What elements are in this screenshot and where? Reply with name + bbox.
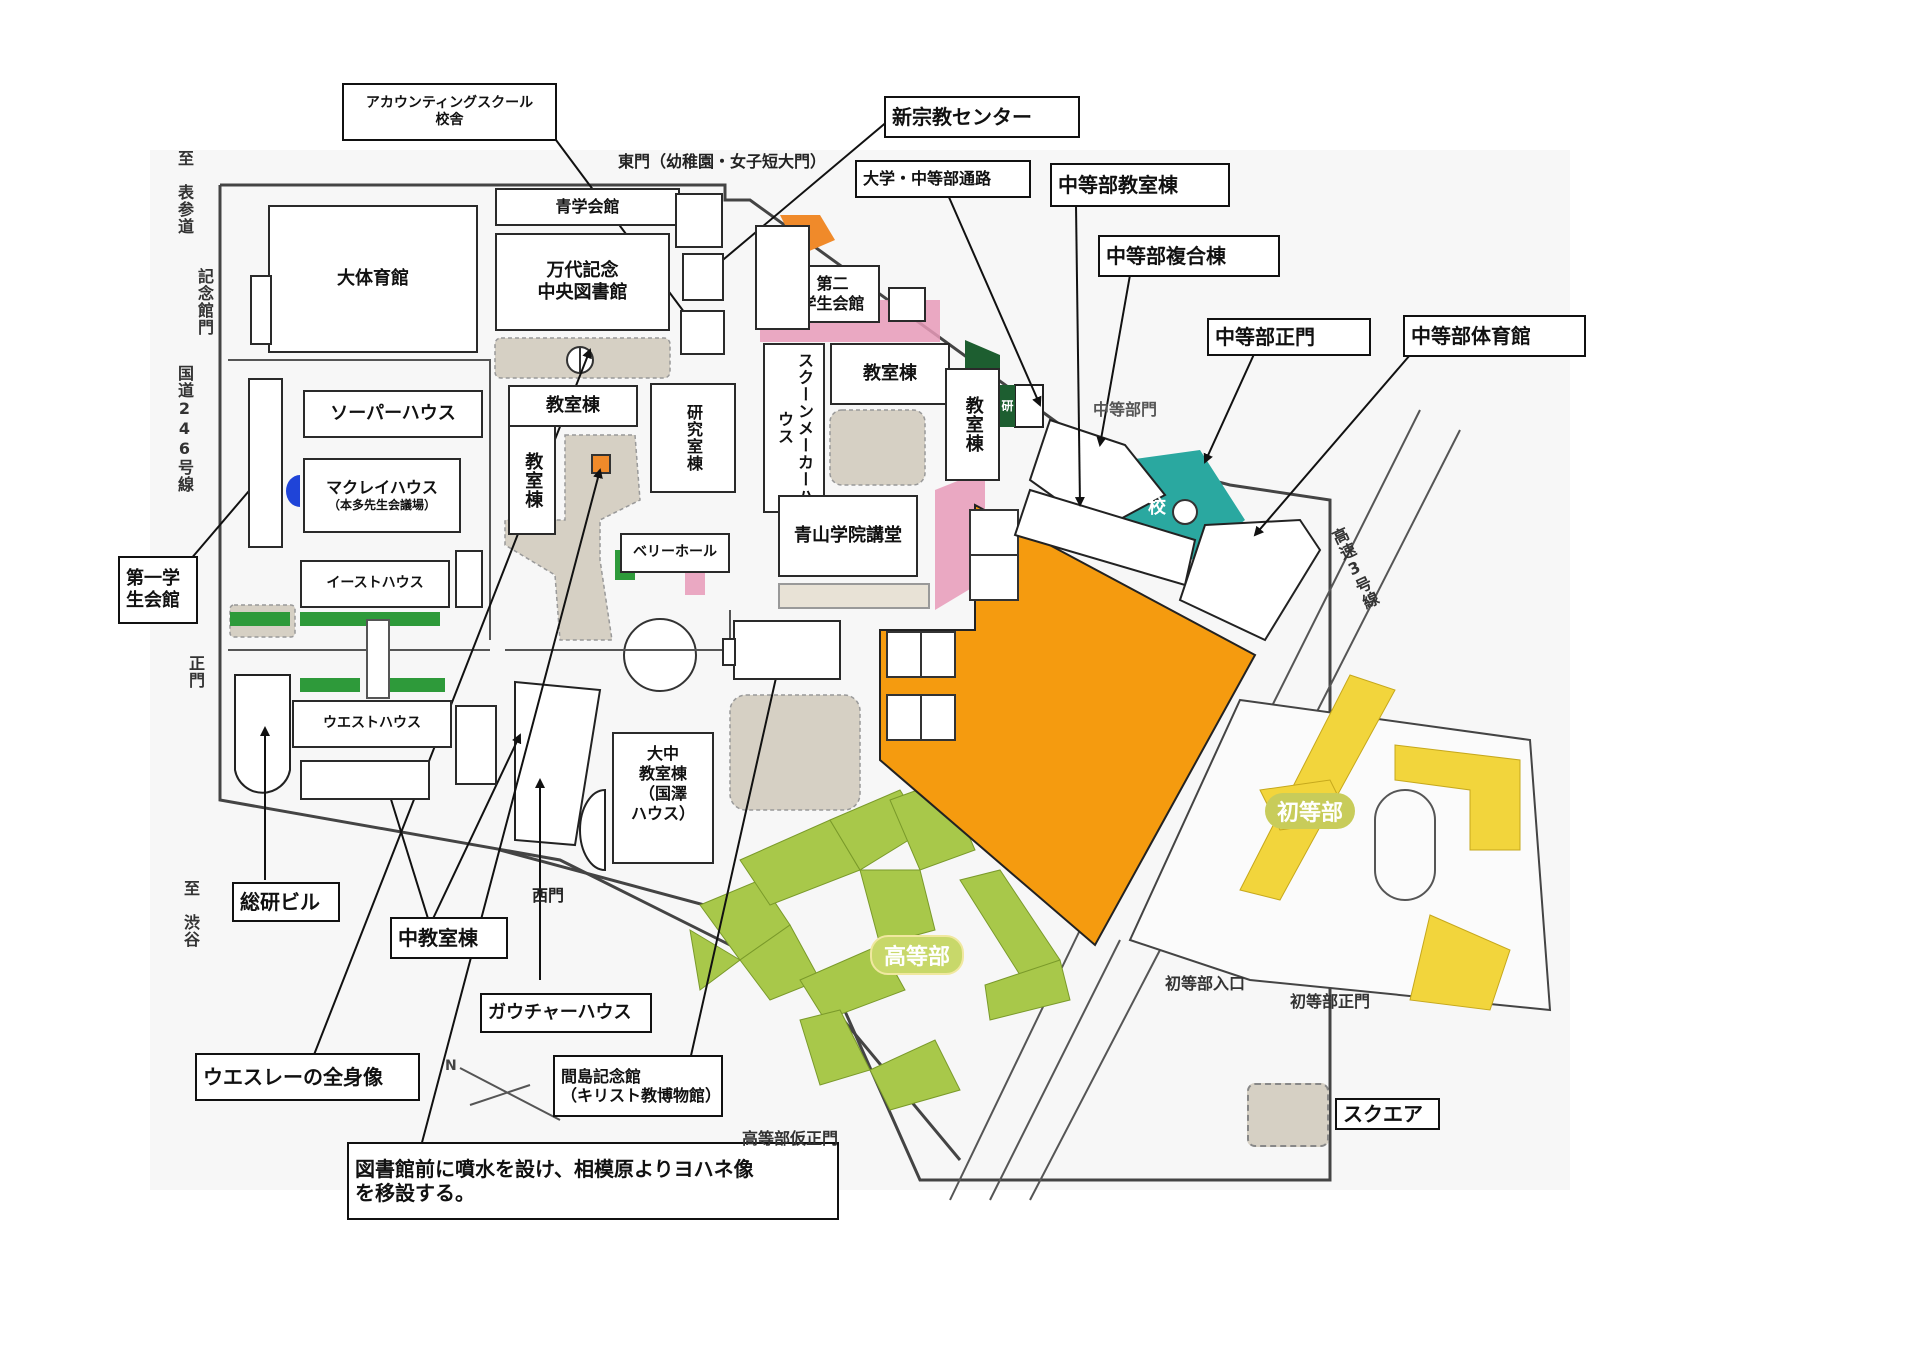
callout-chu-kyoshitsu: 中教室棟 <box>390 917 508 959</box>
label-main-gate: 正門 <box>186 655 205 689</box>
building-maclay-house: マクレイハウス （本多先生会議場） <box>303 458 461 533</box>
building-small-north <box>680 310 725 355</box>
compass-north-icon <box>459 1067 561 1121</box>
elementary-buildings <box>1239 674 1521 1011</box>
callout-jh-classroom: 中等部教室棟 <box>1050 163 1230 207</box>
label-ko-mark: 校 <box>1148 497 1166 518</box>
junior-high-buildings <box>1013 418 1322 642</box>
label-west-gate: 西門 <box>532 886 565 905</box>
label-hs-temp-gate: 高等部仮正門 <box>742 1129 839 1148</box>
callout-univ-passage: 大学・中等部通路 <box>855 160 1031 198</box>
callout-accounting-school: アカウンティングスクール 校舎 <box>342 83 557 141</box>
callout-goucher-house: ガウチャーハウス <box>480 993 652 1033</box>
label-north-mark: N <box>445 1058 457 1074</box>
callout-jh-gym: 中等部体育館 <box>1403 315 1586 357</box>
building-kenkyu-shitsu: 研究室棟 <box>650 383 736 493</box>
building-accounting-school <box>675 193 723 248</box>
building-kyoshitsu-d: 教室棟 <box>830 343 950 405</box>
building-west-house: ウエストハウス <box>292 700 452 748</box>
building-tai-annex <box>250 275 272 345</box>
jh-passage-building <box>1014 384 1044 428</box>
callout-jh-main-gate: 中等部正門 <box>1207 318 1371 356</box>
kyoshitsu-c-label: 棟 <box>522 489 544 509</box>
building-tai-taiikukan: 大体育館 <box>268 205 478 353</box>
building-perry-hall: ベリーホール <box>620 533 730 573</box>
building-daini-annex <box>888 287 926 322</box>
label-jh-gate-sign: 中等部門 <box>1093 400 1158 419</box>
building-west-annex <box>455 705 497 785</box>
legend-square-label: スクエア <box>1335 1098 1440 1130</box>
building-east-annex <box>455 550 483 608</box>
label-elem-entrance: 初等部入口 <box>1165 974 1246 993</box>
zone-high-school: 高等部 <box>870 935 965 975</box>
building-soper-house: ソーパーハウス <box>303 390 483 438</box>
maclay-house-sub: （本多先生会議場） <box>327 498 436 512</box>
label-omotesando: 至 表参道 <box>175 150 194 235</box>
blue-entrance <box>286 475 300 507</box>
building-religion-center <box>682 253 724 301</box>
elementary-track <box>1374 789 1436 901</box>
building-tenki-small: 研 <box>1000 385 1015 427</box>
legend-square-swatch <box>1247 1083 1329 1147</box>
building-kyoshitsu-b: 教室棟 <box>508 425 556 535</box>
label-route246: 国道246号線 <box>175 365 194 493</box>
building-seigaku-kaikan: 青学会館 <box>495 188 680 226</box>
building-kodo-strip <box>778 583 930 609</box>
expressway-road <box>949 409 1461 1201</box>
label-kinenkan-gate: 記念館門 <box>195 268 214 336</box>
daichu-arch <box>579 788 606 872</box>
building-majima-annex <box>722 638 736 666</box>
statue-marker-icon <box>591 454 611 474</box>
callout-wesley-statue: ウエスレーの全身像 <box>195 1053 420 1101</box>
callout-new-religion-center: 新宗教センター <box>884 96 1080 138</box>
label-shibuya: 至 渋谷 <box>181 880 200 948</box>
building-majima <box>733 620 841 680</box>
building-left-tall <box>248 378 283 548</box>
round-building-small <box>1172 499 1198 525</box>
label-elem-main-gate: 初等部正門 <box>1290 992 1371 1011</box>
building-daichu: 大中 教室棟 （国澤 ハウス） <box>612 732 714 864</box>
maclay-house-name: マクレイハウス <box>326 478 438 497</box>
callout-soken-bldg: 総研ビル <box>232 882 340 922</box>
zone-elementary: 初等部 <box>1265 793 1356 829</box>
round-building <box>623 618 697 692</box>
label-east-gate: 東門（幼稚園・女子短大門） <box>618 152 827 171</box>
callout-jh-complex: 中等部複合棟 <box>1098 235 1280 277</box>
building-kyoshitsu-a: 教室棟 <box>508 385 638 427</box>
new-building-grid <box>886 509 1019 741</box>
callout-fountain-note: 図書館前に噴水を設け、相模原よりヨハネ像 を移設する。 <box>347 1142 839 1220</box>
new-building-site <box>879 503 1257 947</box>
building-schoenmaker: スクーンメーカーハウス <box>763 343 825 513</box>
west-round-building <box>234 674 291 794</box>
building-kodo: 青山学院講堂 <box>778 495 918 577</box>
building-kyoshitsu-e: 教室棟 <box>945 368 1000 481</box>
building-east-house: イーストハウス <box>300 560 450 608</box>
callout-majima-memorial: 間島記念館 （キリスト教博物館） <box>553 1055 723 1117</box>
building-daini-west <box>755 225 810 330</box>
kyoshitsu-b-label: 教室 <box>522 451 544 490</box>
campus-boundary <box>218 183 1332 1182</box>
building-chu-kyoshitsu <box>300 760 430 800</box>
callout-first-student-hall: 第一学 生会館 <box>118 556 198 624</box>
building-mandai-library: 万代記念 中央図書館 <box>495 233 670 331</box>
